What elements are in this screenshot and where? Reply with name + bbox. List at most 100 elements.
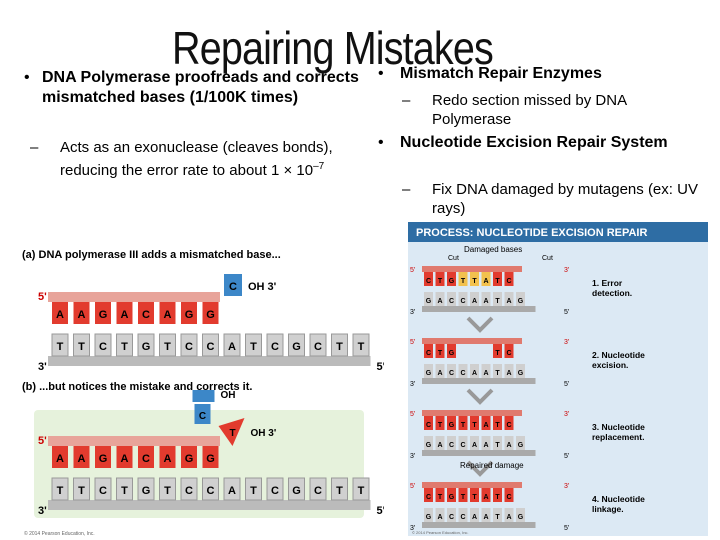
copyright-left: © 2014 Pearson Education, Inc. xyxy=(24,530,95,537)
five-prime-label: 5' xyxy=(38,435,47,447)
top-backbone xyxy=(422,410,522,416)
bottom-base xyxy=(516,508,525,522)
five-prime-label: 5' xyxy=(410,411,415,418)
bottom-base-letter: A xyxy=(228,485,236,497)
caption-b: (b) ...but notices the mistake and corre… xyxy=(22,381,252,393)
bottom-base-letter: A xyxy=(437,442,442,449)
bottom-base-letter: A xyxy=(506,514,511,521)
top-base xyxy=(504,416,514,430)
bottom-base-letter: G xyxy=(426,298,432,305)
cut-label-right: Cut xyxy=(542,255,553,262)
top-base xyxy=(73,446,90,468)
top-base xyxy=(181,302,197,324)
bottom-base-letter: A xyxy=(483,370,488,377)
top-base-letter: C xyxy=(426,350,431,357)
bottom-base xyxy=(352,333,370,357)
top-base xyxy=(470,488,479,502)
bottom-base-letter: T xyxy=(358,485,365,497)
five-prime-label: 5' xyxy=(38,291,47,303)
bottom-base xyxy=(73,333,90,357)
top-base-letter: A xyxy=(483,494,488,501)
bottom-base-letter: G xyxy=(518,442,524,449)
bottom-base-letter: T xyxy=(78,485,85,497)
top-base-letter: C xyxy=(426,494,431,501)
top-backbone xyxy=(422,338,522,344)
top-base-letter: G xyxy=(99,453,108,465)
bottom-backbone xyxy=(422,450,536,456)
top-base-letter: C xyxy=(426,422,431,429)
top-base xyxy=(95,302,111,324)
bottom-base-letter: A xyxy=(472,442,477,449)
bottom-base-letter: T xyxy=(495,442,500,449)
top-base xyxy=(202,302,219,324)
top-base xyxy=(424,272,433,286)
top-base-letter: T xyxy=(495,422,500,429)
bottom-base xyxy=(424,292,433,306)
top-base xyxy=(493,344,502,358)
copyright-right: © 2014 Pearson Education, Inc. xyxy=(412,530,469,535)
top-base-letter: C xyxy=(506,422,511,429)
bottom-base-letter: A xyxy=(483,298,488,305)
five-prime-label: 5' xyxy=(564,381,569,388)
three-prime-label: 3' xyxy=(38,361,47,373)
three-prime-label: 3' xyxy=(564,483,569,490)
bottom-base xyxy=(458,436,468,450)
bottom-base xyxy=(481,292,491,306)
bottom-base-letter: G xyxy=(426,370,432,377)
top-base-letter: T xyxy=(461,278,466,285)
top-base xyxy=(458,488,468,502)
top-base xyxy=(447,488,456,502)
bottom-base xyxy=(288,477,305,501)
bottom-base-letter: C xyxy=(185,485,193,497)
top-base xyxy=(447,416,456,430)
top-base-letter: G xyxy=(449,278,455,285)
mismatch-base-letter: C xyxy=(229,281,237,293)
top-base-letter: C xyxy=(506,350,511,357)
top-base xyxy=(159,302,176,324)
bottom-base-letter: C xyxy=(460,442,465,449)
bottom-base-letter: T xyxy=(495,298,500,305)
bottom-base xyxy=(481,364,491,378)
top-base xyxy=(159,446,176,468)
top-base-letter: T xyxy=(461,422,466,429)
top-base-letter: G xyxy=(449,422,455,429)
bottom-base-letter: C xyxy=(314,485,322,497)
bottom-base xyxy=(73,477,90,501)
right-bullet-2-text: Nucleotide Excision Repair System xyxy=(400,134,668,151)
bottom-base xyxy=(51,477,69,501)
bottom-base xyxy=(470,292,479,306)
bottom-base xyxy=(159,333,176,357)
bottom-base xyxy=(352,477,370,501)
top-base xyxy=(493,488,502,502)
bottom-base-letter: A xyxy=(472,370,477,377)
bottom-base-letter: G xyxy=(142,341,151,353)
bottom-base-letter: T xyxy=(164,341,171,353)
down-arrow-icon xyxy=(466,388,494,405)
bottom-base xyxy=(137,477,155,501)
top-base-letter: A xyxy=(56,309,64,321)
top-base-letter: T xyxy=(438,422,443,429)
bottom-base xyxy=(266,477,284,501)
bottom-base xyxy=(435,436,445,450)
top-base-letter: C xyxy=(142,453,150,465)
bottom-base xyxy=(504,364,514,378)
bottom-base xyxy=(470,508,479,522)
five-prime-label: 5' xyxy=(377,361,385,373)
bottom-base xyxy=(470,364,479,378)
top-base xyxy=(435,344,445,358)
bottom-base xyxy=(504,292,514,306)
bottom-base xyxy=(504,508,514,522)
bottom-base xyxy=(309,333,327,357)
bottom-base-letter: T xyxy=(164,485,171,497)
top-base xyxy=(52,446,68,468)
bottom-base-letter: A xyxy=(506,442,511,449)
five-prime-label: 5' xyxy=(564,309,569,316)
top-base-letter: T xyxy=(438,278,443,285)
bottom-base-letter: A xyxy=(228,341,236,353)
sub-dash: – xyxy=(402,92,411,109)
